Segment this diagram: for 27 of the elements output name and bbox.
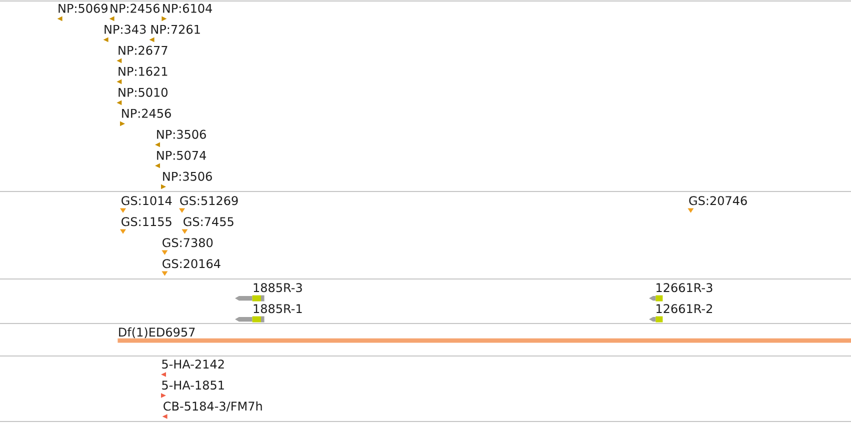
- feature-label: NP:5010: [118, 88, 168, 97]
- feature-label: GS:1014: [122, 196, 172, 206]
- feature-label: NP:7261: [151, 24, 200, 34]
- feature-label: CB-5184-3/FM7h: [164, 401, 262, 412]
- feature-label: NP:5074: [157, 150, 206, 160]
- feature-label: GS:51269: [180, 196, 238, 206]
- feature-label: GS:7455: [184, 217, 234, 226]
- feature-label: NP:3506: [157, 130, 206, 139]
- feature-label: 5-HA-2142: [162, 360, 224, 369]
- feature-label: NP:5069: [58, 4, 108, 13]
- feature-label: NP:2456: [122, 108, 171, 118]
- feature-label: GS:20164: [162, 259, 220, 268]
- feature-label: NP:343: [104, 24, 146, 34]
- feature-label: NP:2456: [110, 4, 160, 13]
- feature-label: 1885R-3: [254, 283, 302, 292]
- feature-label: 12661R-3: [656, 283, 712, 292]
- feature-label: NP:2677: [118, 46, 168, 55]
- feature-label: GS:20746: [689, 196, 747, 206]
- feature-label: GS:1155: [122, 217, 172, 226]
- feature-label: NP:1621: [118, 66, 168, 76]
- feature-label: NP:3506: [163, 172, 212, 181]
- feature-label: Df(1)ED6957: [119, 327, 195, 338]
- feature-label: 5-HA-1851: [162, 380, 224, 390]
- feature-label: GS:7380: [162, 238, 213, 248]
- feature-label: 1885R-1: [254, 304, 302, 314]
- feature-label: 12661R-2: [656, 304, 712, 314]
- feature-label: NP:6104: [163, 4, 212, 13]
